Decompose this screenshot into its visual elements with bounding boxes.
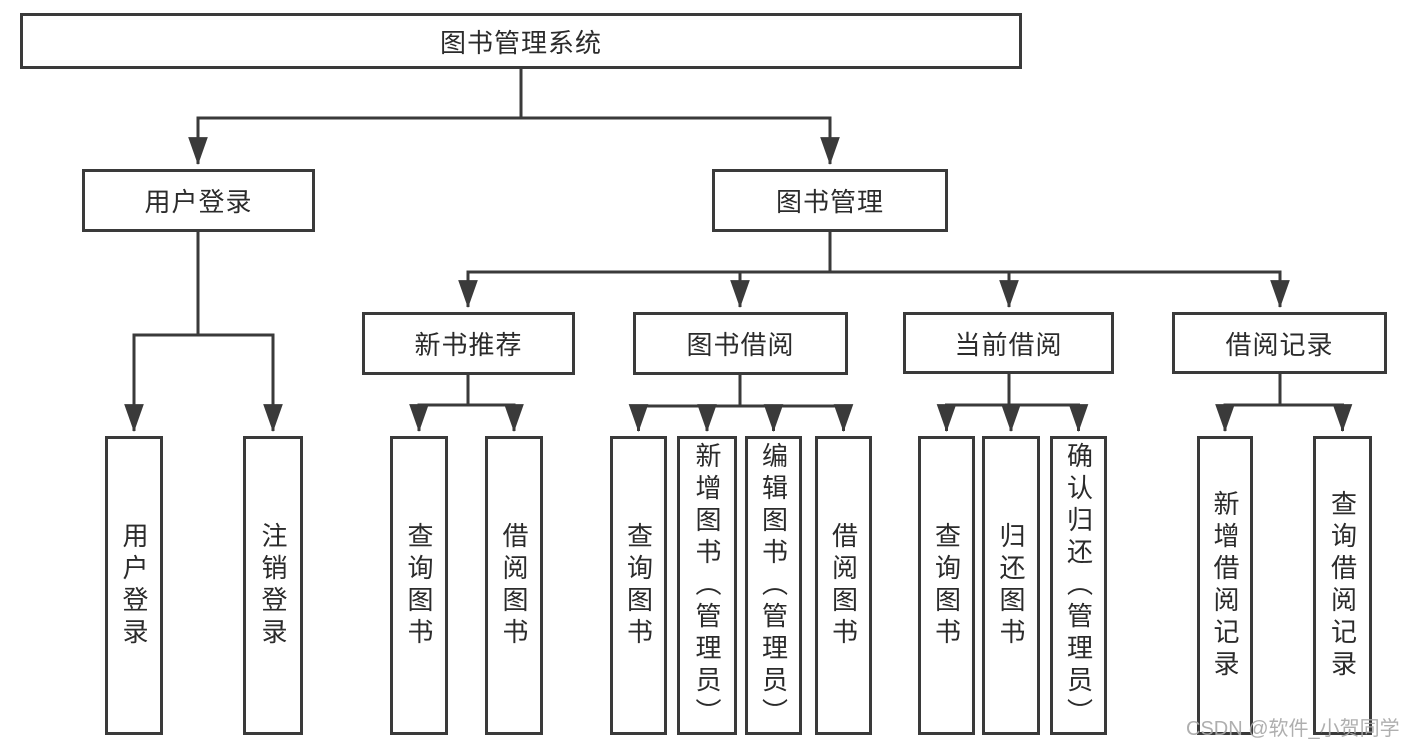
leaf-query-books-borrow: 查询图书 <box>610 436 667 735</box>
leaf-add-books-admin: 新增图书（管理员） <box>677 436 737 735</box>
leaf-add-borrow-record: 新增借阅记录 <box>1197 436 1253 735</box>
leaf-query-books-rec: 查询图书 <box>390 436 448 735</box>
leaf-user-login: 用户登录 <box>105 436 163 735</box>
leaf-confirm-return-admin: 确认归还（管理员） <box>1050 436 1107 735</box>
csdn-watermark: CSDN @软件_小贺同学 <box>1186 718 1400 740</box>
node-book-management: 图书管理 <box>712 169 948 232</box>
leaf-borrow-books-rec: 借阅图书 <box>485 436 543 735</box>
leaf-return-books: 归还图书 <box>982 436 1040 735</box>
node-borrowing-records: 借阅记录 <box>1172 312 1387 374</box>
leaf-logout: 注销登录 <box>243 436 303 735</box>
node-new-book-recommendation: 新书推荐 <box>362 312 575 375</box>
leaf-borrow-books: 借阅图书 <box>815 436 872 735</box>
node-current-borrowing: 当前借阅 <box>903 312 1114 374</box>
leaf-query-borrow-record: 查询借阅记录 <box>1313 436 1372 735</box>
node-book-borrowing: 图书借阅 <box>633 312 848 375</box>
node-root-system: 图书管理系统 <box>20 13 1022 69</box>
node-user-login: 用户登录 <box>82 169 315 232</box>
leaf-edit-books-admin: 编辑图书（管理员） <box>745 436 802 735</box>
leaf-query-books-current: 查询图书 <box>918 436 975 735</box>
